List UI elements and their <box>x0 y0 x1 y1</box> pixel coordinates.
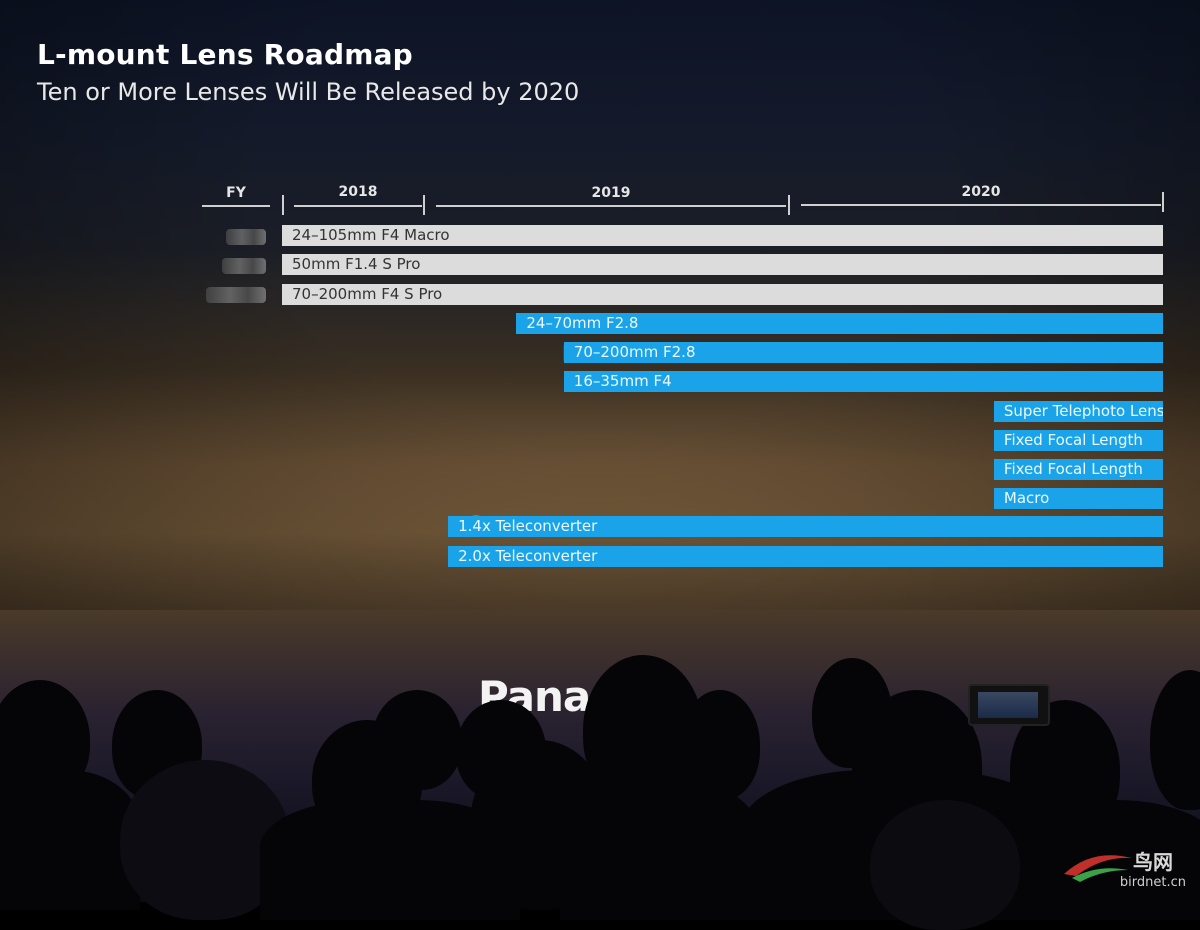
lens-image-24-105 <box>226 229 266 245</box>
phone-screen <box>978 692 1038 718</box>
audience-body <box>560 780 760 920</box>
roadmap-bar: Fixed Focal Length <box>993 459 1163 480</box>
audience-head <box>372 690 462 790</box>
axis-tick <box>423 195 425 215</box>
lens-image-50 <box>222 258 266 274</box>
watermark-cn: 鸟网 <box>1132 850 1173 874</box>
roadmap-bar: 50mm F1.4 S Pro <box>282 254 1163 275</box>
roadmap-bar: 24–70mm F2.8 <box>516 313 1163 334</box>
watermark-url: birdnet.cn <box>1119 875 1186 890</box>
axis-2020-line <box>801 204 1161 206</box>
axis-tick <box>1162 192 1164 212</box>
axis-fy-label: FY <box>226 185 246 201</box>
birdnet-logo-icon <box>1064 855 1132 882</box>
audience-head <box>870 800 1020 930</box>
axis-fy-line <box>202 205 270 207</box>
roadmap-bar: 24–105mm F4 Macro <box>282 225 1163 246</box>
axis-2018-label: 2018 <box>338 184 378 200</box>
roadmap-bar: 70–200mm F4 S Pro <box>282 284 1163 305</box>
axis-2019-line <box>436 205 786 207</box>
axis-2020-label: 2020 <box>961 184 1001 200</box>
slide-subtitle: Ten or More Lenses Will Be Released by 2… <box>37 78 580 106</box>
watermark: 鸟网 birdnet.cn <box>1120 846 1186 890</box>
roadmap-bar: 70–200mm F2.8 <box>563 342 1163 363</box>
roadmap-bar: Macro <box>993 488 1163 509</box>
roadmap-bar: 1.4x Teleconverter <box>448 516 1163 537</box>
axis-2018-line <box>294 205 422 207</box>
roadmap-bar: Super Telephoto Lens <box>993 401 1163 422</box>
roadmap-bar: 16–35mm F4 <box>563 371 1163 392</box>
audience-body <box>0 770 140 910</box>
axis-2019-label: 2019 <box>591 185 631 201</box>
smartphone-camera <box>968 684 1050 726</box>
projection-screen: L-mount Lens Roadmap Ten or More Lenses … <box>0 0 1200 620</box>
lens-image-70-200-f4 <box>206 287 266 303</box>
audience-head <box>680 690 760 800</box>
axis-tick <box>788 195 790 215</box>
slide-title: L-mount Lens Roadmap <box>37 38 413 71</box>
axis-tick <box>282 195 284 215</box>
roadmap-bar: Fixed Focal Length <box>993 430 1163 451</box>
roadmap-bar: 2.0x Teleconverter <box>448 546 1163 567</box>
